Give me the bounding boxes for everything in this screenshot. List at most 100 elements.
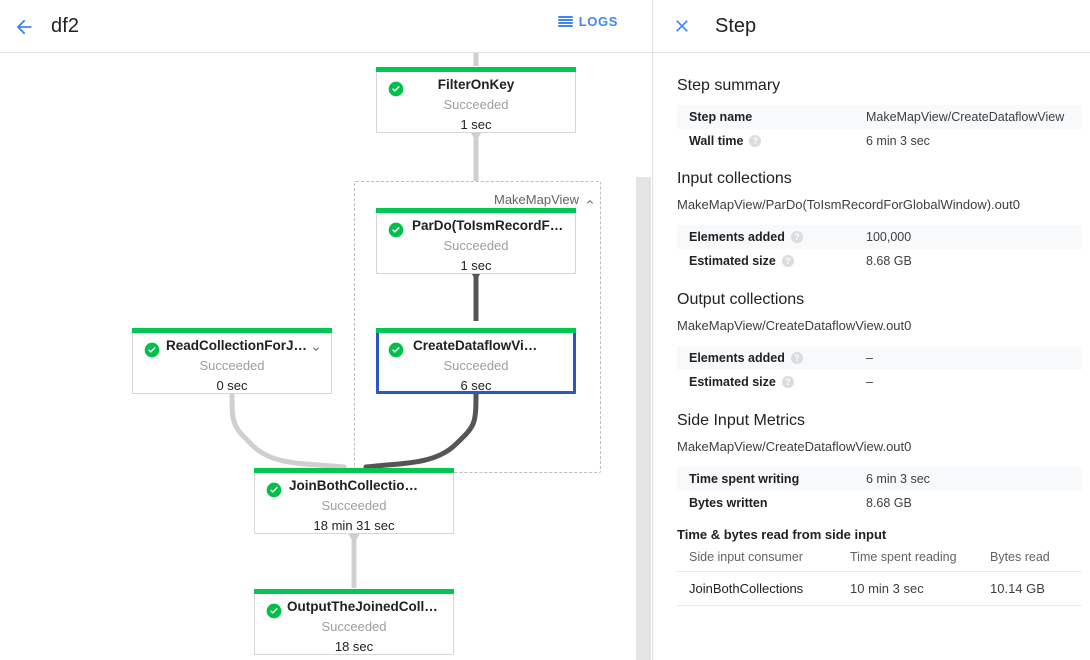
node-status: Succeeded	[199, 358, 265, 373]
arrow-left-icon[interactable]	[8, 11, 40, 43]
node-status: Succeeded	[443, 97, 509, 112]
cell-consumer: JoinBothCollections	[677, 571, 838, 606]
row-value: 6 min 3 sec	[866, 472, 930, 486]
node-duration: 18 min 31 sec	[313, 518, 395, 533]
check-circle-icon	[388, 81, 404, 97]
column-header-time-spent-reading: Time spent reading	[838, 547, 978, 572]
node-name: FilterOnKey	[437, 77, 515, 92]
node-status-bar	[254, 468, 454, 473]
graph-node-filter-on-key[interactable]: FilterOnKey Succeeded 1 sec	[376, 67, 576, 133]
check-circle-icon	[266, 603, 282, 619]
pane-divider	[652, 0, 653, 660]
node-status-bar	[254, 589, 454, 594]
column-header-consumer: Side input consumer	[677, 547, 838, 572]
column-header-bytes-read: Bytes read	[978, 547, 1082, 572]
side-input-metrics-collection: MakeMapView/CreateDataflowView.out0	[677, 439, 912, 454]
cell-bytes-read: 10.14 GB	[978, 571, 1082, 606]
check-circle-icon	[144, 342, 160, 358]
job-graph-pane: df2 LOGS	[0, 11, 652, 660]
node-name: JoinBothCollections	[289, 478, 421, 493]
node-status-bar	[376, 328, 576, 333]
row-key: Elements added?	[677, 225, 854, 249]
graph-node-output-the-joined-collection[interactable]: OutputTheJoinedCollec… Succeeded 18 sec	[254, 589, 454, 655]
chevron-down-icon[interactable]	[310, 342, 322, 354]
graph-node-create-dataflow-view[interactable]: CreateDataflowView Succeeded 6 sec	[376, 328, 576, 394]
node-name: ReadCollectionForJoin	[166, 338, 314, 353]
node-status-bar	[132, 328, 332, 333]
help-icon[interactable]: ?	[781, 255, 794, 267]
side-input-metrics-table: Time spent writing 6 min 3 sec Bytes wri…	[677, 467, 1082, 515]
output-collections-heading: Output collections	[677, 291, 805, 308]
job-graph-canvas[interactable]: MakeMapView FilterOnKey Succeeded 1 sec	[0, 53, 652, 660]
logs-button[interactable]: LOGS	[557, 14, 618, 29]
row-key-label: Step name	[689, 110, 753, 124]
input-collections-heading: Input collections	[677, 170, 792, 187]
panel-body[interactable]: Step summary Step name MakeMapView/Creat…	[653, 53, 1090, 660]
row-value: MakeMapView/CreateDataflowView	[866, 110, 1065, 124]
row-key-label: Bytes written	[689, 496, 768, 510]
help-icon[interactable]: ?	[790, 352, 803, 364]
row-key: Estimated size?	[677, 370, 854, 394]
graph-scrollbar-thumb[interactable]	[636, 177, 651, 660]
table-row: Time spent writing 6 min 3 sec	[677, 467, 1082, 491]
input-collections-table: Elements added? 100,000 Estimated size? …	[677, 225, 1082, 273]
group-makemapview[interactable]	[354, 181, 601, 473]
node-status: Succeeded	[443, 358, 509, 373]
cell-time-spent-reading: 10 min 3 sec	[838, 571, 978, 606]
table-header-row: Side input consumer Time spent reading B…	[677, 547, 1082, 572]
node-name: OutputTheJoinedCollec…	[287, 599, 453, 614]
output-collections-table: Elements added? – Estimated size? –	[677, 346, 1082, 394]
row-key: Elements added?	[677, 346, 854, 370]
row-key: Estimated size?	[677, 249, 854, 273]
row-key: Step name	[677, 105, 854, 129]
graph-node-join-both-collections[interactable]: JoinBothCollections Succeeded 18 min 31 …	[254, 468, 454, 534]
row-value: 8.68 GB	[866, 254, 912, 268]
graph-node-pardo-toism[interactable]: ParDo(ToIsmRecordFor…) Succeeded 1 sec	[376, 208, 576, 274]
row-key-label: Estimated size	[689, 375, 776, 389]
logs-button-label: LOGS	[578, 14, 618, 29]
row-value: –	[866, 375, 873, 389]
panel-header: Step	[653, 0, 1090, 53]
group-makemapview-label: MakeMapView	[494, 192, 580, 207]
table-row: Estimated size? 8.68 GB	[677, 249, 1082, 273]
node-status: Succeeded	[321, 619, 387, 634]
table-row: Step name MakeMapView/CreateDataflowView	[677, 105, 1082, 129]
node-duration: 1 sec	[460, 117, 492, 132]
step-summary-table: Step name MakeMapView/CreateDataflowView…	[677, 105, 1082, 153]
node-duration: 18 sec	[334, 639, 374, 654]
graph-node-read-collection-for-join[interactable]: ReadCollectionForJoin Succeeded 0 sec	[132, 328, 332, 394]
table-row: Elements added? 100,000	[677, 225, 1082, 249]
node-status: Succeeded	[443, 238, 509, 253]
node-status-bar	[376, 208, 576, 213]
close-icon[interactable]	[668, 12, 696, 40]
table-row: Bytes written 8.68 GB	[677, 491, 1082, 515]
row-key-label: Elements added	[689, 230, 785, 244]
help-icon[interactable]: ?	[781, 376, 794, 388]
node-duration: 0 sec	[216, 378, 248, 393]
table-row: Elements added? –	[677, 346, 1082, 370]
row-value: 6 min 3 sec	[866, 134, 930, 148]
chevron-up-icon[interactable]	[584, 195, 596, 207]
row-key: Bytes written	[677, 491, 854, 515]
check-circle-icon	[388, 222, 404, 238]
help-icon[interactable]: ?	[790, 231, 803, 243]
step-details-panel: Step Step summary Step name MakeMapView/…	[653, 0, 1090, 660]
table-row[interactable]: JoinBothCollections 10 min 3 sec 10.14 G…	[677, 571, 1082, 606]
side-input-consumers-table: Side input consumer Time spent reading B…	[677, 547, 1082, 606]
row-value: 8.68 GB	[866, 496, 912, 510]
output-collection-name: MakeMapView/CreateDataflowView.out0	[677, 318, 912, 333]
list-icon	[557, 15, 573, 28]
node-duration: 6 sec	[460, 378, 492, 393]
page-title: df2	[51, 15, 80, 37]
help-icon[interactable]: ?	[749, 135, 762, 147]
row-value: 100,000	[866, 230, 912, 244]
node-name: ParDo(ToIsmRecordFor…)	[412, 218, 575, 233]
node-duration: 1 sec	[460, 258, 492, 273]
row-key-label: Estimated size	[689, 254, 776, 268]
row-key: Wall time?	[677, 129, 854, 153]
side-input-table-heading: Time & bytes read from side input	[677, 527, 887, 542]
check-circle-icon	[266, 482, 282, 498]
panel-title: Step	[715, 15, 757, 37]
node-status: Succeeded	[321, 498, 387, 513]
